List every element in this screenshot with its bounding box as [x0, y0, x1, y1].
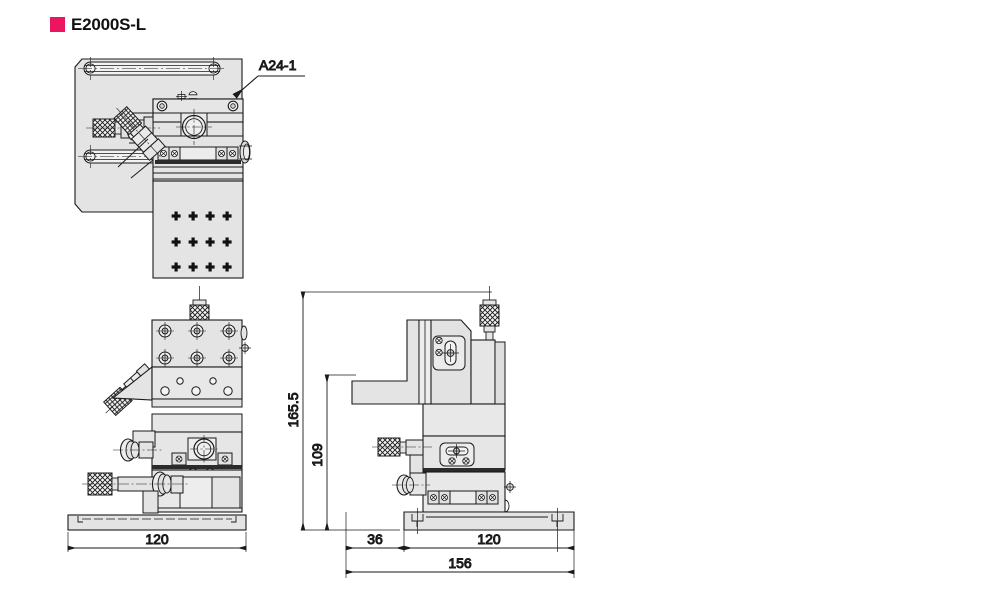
- top-view-side-knob: [239, 140, 252, 164]
- side-upper-adjuster: [432, 335, 466, 371]
- top-view-clamp-rail: [153, 146, 243, 180]
- front-side-screws: [239, 325, 251, 354]
- dim-stage-height-label: 109: [309, 443, 325, 467]
- page-title-label: E2000S-L: [71, 15, 146, 34]
- side-micrometer-top: [479, 286, 500, 343]
- title-bullet-icon: [50, 17, 65, 32]
- dim-overall-width: 156: [345, 530, 575, 578]
- front-mid-block: [151, 366, 243, 433]
- dim-base-width: 120: [403, 531, 575, 552]
- top-view: A24-1: [74, 57, 305, 279]
- dim-stage-height: 109: [309, 374, 356, 531]
- side-lower-stage: [422, 471, 516, 513]
- dim-front-width-label: 120: [145, 531, 169, 547]
- front-knob-mid-left: [113, 430, 162, 462]
- dim-overall-width-label: 156: [448, 555, 472, 571]
- dim-bracket-offset-label: 36: [367, 531, 383, 547]
- tapped-hole-grid: [171, 211, 232, 272]
- top-view-center-boss: [153, 109, 243, 145]
- callout-label: A24-1: [259, 57, 297, 73]
- top-view-hole-plate: [152, 180, 244, 279]
- front-lower-stage: [151, 469, 243, 513]
- page-title: E2000S-L: [50, 16, 146, 33]
- front-counterbore-holes: [156, 322, 238, 367]
- side-middle-body: [422, 403, 506, 472]
- callout-a24-1: A24-1: [232, 57, 305, 99]
- side-vertical-column: [351, 319, 506, 405]
- top-view-micrometer-diagonal: [113, 106, 166, 162]
- side-micrometer-middle: [372, 437, 432, 474]
- side-view: 165.5 109 36 120: [285, 286, 575, 578]
- front-base-plate: [67, 514, 247, 531]
- dim-base-width-label: 120: [477, 531, 501, 547]
- front-top-plate: [151, 319, 243, 368]
- side-knob-lower: [392, 472, 430, 496]
- dim-bracket-offset: 36: [345, 512, 405, 552]
- top-view-slot-upper: [78, 57, 226, 80]
- front-view: 120: [67, 286, 251, 552]
- front-micrometer-bottom: [82, 471, 190, 514]
- dim-overall-height-label: 165.5: [285, 392, 301, 427]
- dim-front-width: 120: [67, 531, 247, 552]
- dim-overall-height: 165.5: [285, 291, 492, 531]
